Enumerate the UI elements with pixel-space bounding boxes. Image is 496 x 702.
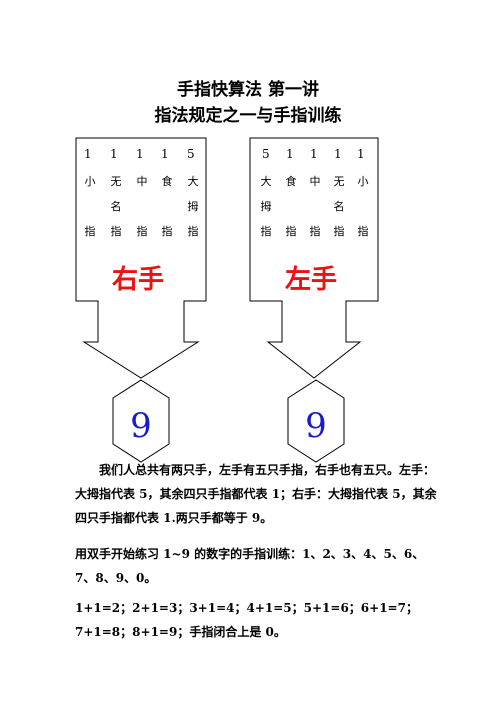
left-finger-name: 食 [285, 175, 297, 188]
title-line-2: 指法规定之一与手指训练 [154, 106, 342, 126]
paragraph-practice: 用双手开始练习 1~9 的数字的手指训练：1、2、3、4、5、6、7、8、9、0… [75, 547, 425, 585]
left-finger-name: 大 [260, 175, 272, 188]
right-hand-box-arrow [75, 137, 207, 379]
left-finger-name: 无 [333, 175, 345, 188]
left-hand-result-frame [287, 379, 345, 463]
right-finger-name: 无 [110, 175, 122, 188]
right-digit-1: 1 [84, 147, 92, 161]
left-finger-suffix: 指 [285, 225, 297, 238]
paragraph-equations: 1+1=2；2+1=3；3+1=4；4+1=5；5+1=6；6+1=7；7+1=… [75, 601, 418, 639]
left-digit-5: 1 [357, 147, 365, 161]
right-digit-2: 1 [110, 147, 118, 161]
right-finger-name: 拇 [187, 200, 199, 213]
right-finger-suffix: 指 [110, 225, 122, 238]
left-hand-box-arrow [249, 137, 379, 379]
left-digit-3: 1 [310, 147, 318, 161]
left-finger-name: 中 [309, 175, 321, 188]
left-hand-result: 9 [305, 406, 327, 446]
right-finger-name: 小 [84, 175, 96, 188]
left-finger-suffix: 指 [260, 225, 272, 238]
right-finger-suffix: 指 [161, 225, 173, 238]
right-finger-name: 名 [110, 200, 122, 213]
right-finger-name: 中 [136, 175, 148, 188]
right-digit-3: 1 [136, 147, 144, 161]
right-finger-name: 食 [161, 175, 173, 188]
right-finger-name: 大 [187, 175, 199, 188]
left-finger-suffix: 指 [357, 225, 369, 238]
right-finger-suffix: 指 [136, 225, 148, 238]
right-hand-result-frame [112, 379, 170, 463]
right-hand-result: 9 [130, 406, 152, 446]
left-digit-1: 5 [262, 147, 270, 161]
paragraph-intro: 我们人总共有两只手，左手有五只手指，右手也有五只。左手：大拇指代表 5，其余四只… [75, 463, 437, 525]
left-digit-2: 1 [286, 147, 294, 161]
right-finger-suffix: 指 [187, 225, 199, 238]
right-digit-4: 1 [161, 147, 169, 161]
right-finger-suffix: 指 [84, 225, 96, 238]
left-finger-suffix: 指 [333, 225, 345, 238]
left-digit-4: 1 [334, 147, 342, 161]
left-finger-name: 小 [357, 175, 369, 188]
left-finger-suffix: 指 [309, 225, 321, 238]
right-digit-5: 5 [187, 147, 195, 161]
left-finger-name: 拇 [260, 200, 272, 213]
right-hand-label: 右手 [112, 265, 165, 295]
left-hand-label: 左手 [285, 265, 338, 295]
title-line-1: 手指快算法 第一讲 [177, 80, 319, 100]
left-finger-name: 名 [333, 200, 345, 213]
